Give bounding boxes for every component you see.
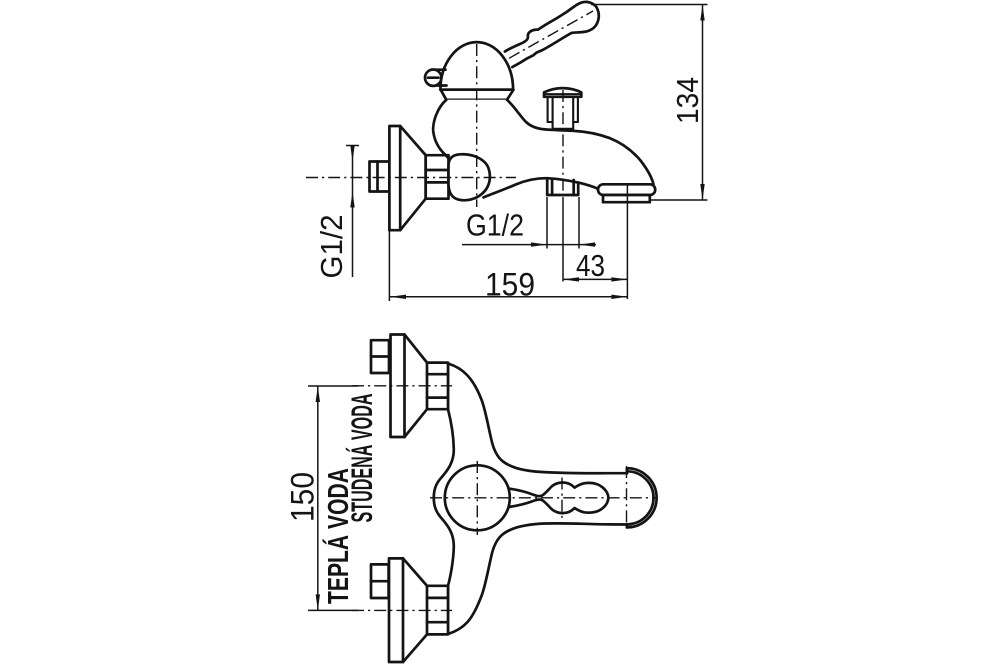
svg-text:G1/2: G1/2 [466, 208, 524, 243]
svg-text:43: 43 [576, 248, 605, 283]
svg-text:134: 134 [670, 77, 705, 124]
svg-text:159: 159 [485, 267, 535, 303]
svg-text:STUDENÁ VODA: STUDENÁ VODA [345, 394, 380, 523]
svg-text:150: 150 [285, 472, 321, 522]
svg-text:G1/2: G1/2 [314, 215, 349, 279]
svg-text:TEPLÁ VODA: TEPLÁ VODA [322, 468, 355, 604]
